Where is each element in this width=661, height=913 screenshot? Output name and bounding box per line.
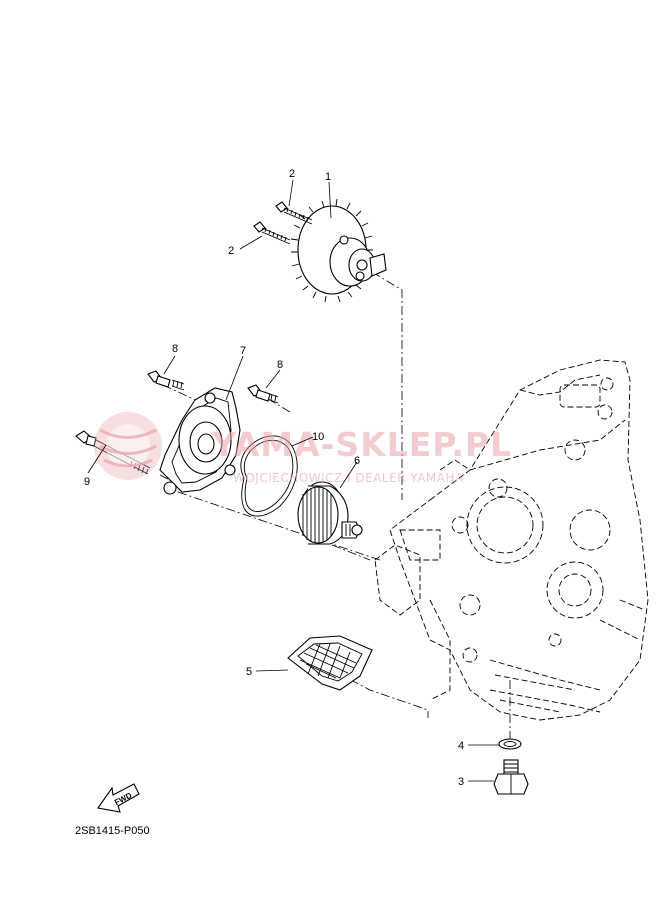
drain-plug-gasket[interactable] xyxy=(498,738,522,750)
callout-8-right: 8 xyxy=(277,359,283,371)
callout-9: 9 xyxy=(84,476,90,488)
oil-pump-assembly[interactable] xyxy=(290,198,387,303)
callout-4: 4 xyxy=(458,740,464,752)
o-ring[interactable] xyxy=(240,435,298,517)
callout-1: 1 xyxy=(325,171,331,183)
callout-3: 3 xyxy=(458,776,464,788)
callout-7: 7 xyxy=(240,345,246,357)
watermark: YAMA-SKLEP.PL WOJCIECHOWICZ I DEALER YAM… xyxy=(94,412,512,485)
pump-screw-lower[interactable] xyxy=(253,221,291,245)
cover-bolt-right[interactable] xyxy=(247,384,279,404)
engine-crankcase xyxy=(374,359,649,721)
callout-5: 5 xyxy=(246,666,252,678)
cover-bolt-upper[interactable] xyxy=(147,370,185,391)
oil-filter-cover[interactable] xyxy=(159,387,241,495)
oil-filter-element[interactable] xyxy=(297,481,363,545)
watermark-subtitle: WOJCIECHOWICZ I DEALER YAMAHA xyxy=(233,471,464,485)
callout-10: 10 xyxy=(312,431,324,443)
forward-direction-arrow: FWD xyxy=(97,783,140,813)
drawing-code: 2SB1415-P050 xyxy=(75,825,150,837)
callout-8-left: 8 xyxy=(172,343,178,355)
callout-2-lower: 2 xyxy=(228,245,234,257)
oil-strainer[interactable] xyxy=(287,635,373,691)
drain-bolt[interactable] xyxy=(493,759,529,795)
pump-screw-upper[interactable] xyxy=(275,201,313,225)
callout-2-upper: 2 xyxy=(289,168,295,180)
callout-leaders xyxy=(87,179,499,782)
watermark-title: YAMA-SKLEP.PL xyxy=(211,425,512,464)
watermark-logo-icon xyxy=(94,412,162,480)
callout-6: 6 xyxy=(354,455,360,467)
